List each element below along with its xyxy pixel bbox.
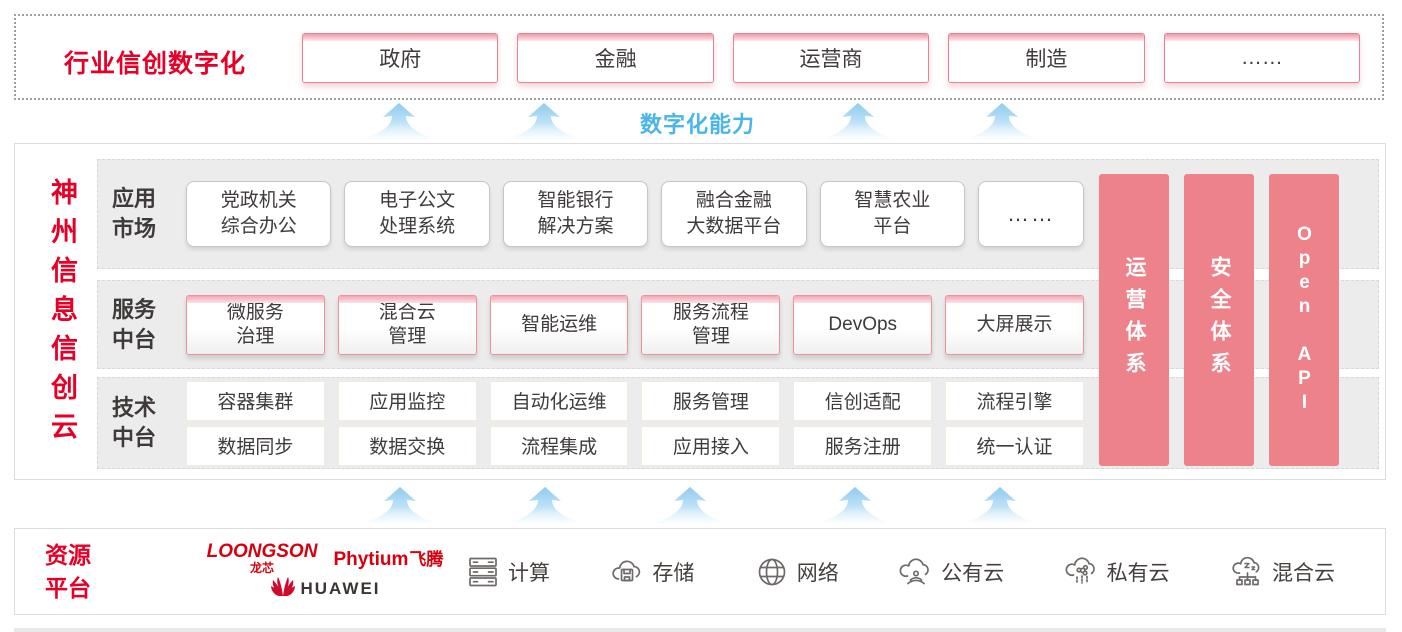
app-market-item: 智慧农业 平台 (819, 181, 966, 247)
huawei-flower-icon (270, 576, 296, 602)
huawei-logo-text: HUAWEI (300, 579, 381, 598)
resource-item-private-cloud: 私有云 (1064, 554, 1170, 590)
resource-item-public-cloud: 公有云 (898, 554, 1004, 590)
service-platform-item: 服务流程 管理 (641, 294, 781, 355)
tech-platform-row: 数据同步 数据交换 流程集成 应用接入 服务注册 统一认证 (186, 425, 1084, 466)
service-platform-item: DevOps (793, 294, 933, 355)
tech-platform-item: 流程集成 (489, 425, 629, 466)
private-cloud-icon (1064, 554, 1100, 590)
storage-icon (609, 554, 645, 590)
app-market-item: 电子公文 处理系统 (344, 181, 490, 247)
platform-title: 神州信息信创云 (47, 178, 77, 451)
resource-item-label: 混合云 (1271, 561, 1335, 585)
bottom-section-edge (14, 628, 1386, 632)
up-arrow-icon (647, 487, 733, 524)
resource-item-label: 计算 (508, 561, 550, 585)
hybrid-cloud-icon (1229, 554, 1265, 590)
industry-box-finance: 金融 (517, 33, 714, 83)
phytium-logo-cn: 飞腾 (409, 549, 444, 569)
up-arrow-icon (357, 487, 443, 524)
phytium-logo-text: Phytium (333, 548, 409, 570)
section-label-app-market: 应用 市场 (112, 186, 157, 241)
up-arrow-icon (502, 487, 588, 524)
service-platform-item: 智能运维 (489, 294, 629, 355)
loongson-logo-cn: 龙芯 (250, 560, 275, 575)
tech-platform-item: 服务注册 (793, 425, 933, 466)
industry-box-telecom: 运营商 (732, 33, 930, 83)
pillar-open-api: Open API (1269, 174, 1339, 466)
tech-platform-item: 统一认证 (945, 425, 1084, 466)
app-market-boxes: 党政机关 综合办公 电子公文 处理系统 智能银行 解决方案 融合金融 大数据平台… (186, 181, 1085, 247)
industry-banner-title: 行业信创数字化 (64, 50, 247, 78)
resource-items: 计算 存储 (465, 554, 1335, 590)
section-label-service-platform: 服务 中台 (112, 296, 157, 352)
industry-box-manufacturing: 制造 (948, 33, 1145, 83)
tech-platform-item: 数据交换 (337, 425, 477, 466)
resource-item-label: 存储 (652, 561, 695, 585)
service-platform-item: 大屏展示 (945, 294, 1084, 355)
up-arrow-icon (812, 487, 898, 524)
huawei-logo: HUAWEI (270, 576, 381, 602)
resource-item-compute: 计算 (465, 554, 550, 590)
tech-platform-row: 容器集群 应用监控 自动化运维 服务管理 信创适配 流程引擎 (186, 380, 1084, 421)
app-market-item: 融合金融 大数据平台 (661, 181, 807, 247)
resource-item-label: 网络 (796, 561, 839, 585)
cloud-platform-panel: 神州信息信创云 应用 市场 党政机关 综合办公 电子公文 处理系统 智能银行 解… (14, 143, 1386, 480)
service-platform-boxes: 微服务 治理 混合云 管理 智能运维 服务流程 管理 DevOps 大屏展示 (186, 294, 1084, 355)
up-arrow-icon (815, 103, 901, 140)
network-icon (754, 554, 790, 590)
up-arrow-icon (356, 103, 442, 140)
vendor-logos: LOONGSON 龙芯 Phytium 飞腾 (199, 542, 451, 602)
compute-icon (465, 554, 501, 590)
resource-platform-label: 资源 平台 (45, 542, 91, 601)
tech-platform-item: 应用接入 (641, 425, 781, 466)
up-arrow-icon (959, 103, 1045, 140)
capability-label: 数字化能力 (640, 112, 756, 137)
loongson-logo: LOONGSON 龙芯 (207, 542, 318, 574)
service-platform-item: 混合云 管理 (337, 294, 477, 355)
tech-platform-item: 数据同步 (186, 425, 325, 466)
tech-platform-item: 信创适配 (793, 380, 933, 421)
resource-item-network: 网络 (754, 554, 839, 590)
phytium-logo: Phytium 飞腾 (333, 545, 443, 571)
service-platform-item: 微服务 治理 (186, 294, 325, 355)
industry-banner: 行业信创数字化 政府 金融 运营商 制造 …… (14, 14, 1384, 100)
vendor-logo-row: LOONGSON 龙芯 Phytium 飞腾 (207, 542, 444, 574)
tech-platform-boxes: 容器集群 应用监控 自动化运维 服务管理 信创适配 流程引擎 数据同步 数据交换… (186, 380, 1084, 466)
app-market-item: 智能银行 解决方案 (502, 181, 649, 247)
resource-item-hybrid-cloud: 混合云 (1229, 554, 1335, 590)
tech-platform-item: 流程引擎 (945, 380, 1084, 421)
public-cloud-icon (898, 554, 934, 590)
pillar-security-system: 安全体系 (1184, 174, 1254, 466)
tech-platform-item: 服务管理 (641, 380, 781, 421)
section-label-tech-platform: 技术 中台 (112, 395, 157, 450)
resource-item-storage: 存储 (609, 554, 694, 590)
app-market-item-more: …… (978, 181, 1085, 247)
industry-box-more: …… (1163, 33, 1361, 83)
industry-box-government: 政府 (302, 33, 499, 83)
tech-platform-item: 容器集群 (186, 380, 325, 421)
resource-platform-panel: 资源 平台 LOONGSON 龙芯 Phytium 飞腾 (14, 528, 1386, 615)
loongson-logo-text: LOONGSON (206, 540, 318, 562)
pillar-operations-system: 运营体系 (1099, 174, 1169, 466)
app-market-item: 党政机关 综合办公 (186, 181, 332, 247)
tech-platform-item: 应用监控 (337, 380, 477, 421)
up-arrow-icon (501, 103, 587, 140)
resource-item-label: 私有云 (1106, 561, 1170, 585)
tech-platform-item: 自动化运维 (489, 380, 629, 421)
resource-item-label: 公有云 (941, 561, 1005, 585)
industry-row: 政府 金融 运营商 制造 …… (302, 33, 1361, 83)
up-arrow-icon (957, 487, 1043, 524)
